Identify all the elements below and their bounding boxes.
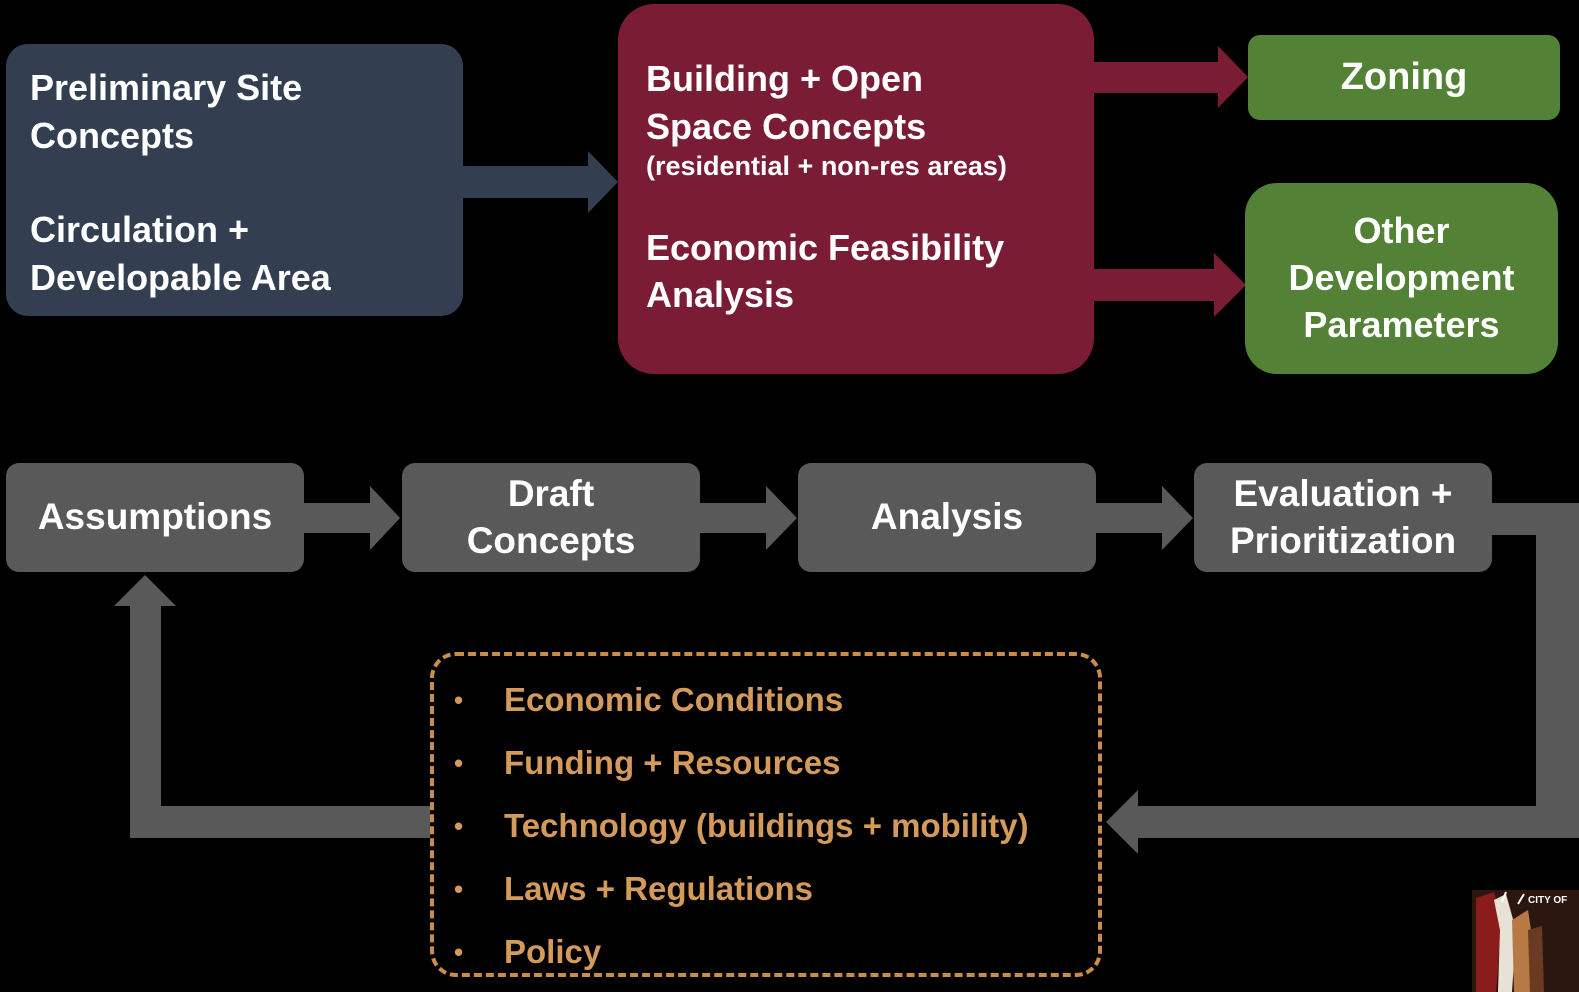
building-concepts-line1: Building + Open [646,58,923,99]
arrow-analysis-to-evaluation [1094,486,1193,550]
building-concepts-box: Building + Open Space Concepts (resident… [618,4,1094,374]
site-concepts-box: Preliminary Site Concepts Circulation + … [6,44,463,316]
arrow-loop-left [114,575,430,838]
bullet-icon: • [454,936,464,967]
other-line1: Other [1353,210,1450,252]
draft-line1: Draft [507,472,595,514]
list-item: • Technology (buildings + mobility) [454,794,1029,857]
factor-laws: Laws + Regulations [504,869,813,907]
assumptions-box: Assumptions [6,463,304,572]
arrow-site-to-concepts [462,151,618,213]
bullet-icon: • [454,684,464,715]
evaluation-line1: Evaluation + [1233,472,1453,514]
zoning-box: Zoning [1248,35,1560,120]
city-seal-icon [1472,890,1579,992]
assumptions-label: Assumptions [37,496,273,537]
list-item: • Laws + Regulations [454,857,1029,920]
evaluation-box: Evaluation + Prioritization [1194,463,1492,572]
factor-economic-conditions: Economic Conditions [504,680,844,718]
site-concepts-line1: Preliminary Site [30,67,303,108]
economic-feasibility-line2: Analysis [646,274,795,316]
factor-funding: Funding + Resources [504,743,841,781]
list-item: • Policy [454,920,1029,983]
bullet-icon: • [454,873,464,904]
site-concepts-line2: Concepts [30,114,195,156]
arrow-assumptions-to-draft [302,486,400,550]
factors-list: • Economic Conditions • Funding + Resour… [454,668,1029,983]
list-item: • Funding + Resources [454,731,1029,794]
factor-technology: Technology (buildings + mobility) [504,806,1029,844]
evaluation-line2: Prioritization [1229,519,1457,561]
bullet-icon: • [454,747,464,778]
factor-policy: Policy [504,932,602,970]
building-concepts-line2: Space Concepts [646,105,927,147]
zoning-label: Zoning [1340,56,1468,98]
bullet-icon: • [454,810,464,841]
analysis-label: Analysis [870,496,1024,537]
circulation-line1: Circulation + [30,209,250,251]
other-line3: Parameters [1303,303,1500,345]
other-parameters-box: Other Development Parameters [1245,183,1558,374]
building-concepts-subtitle: (residential + non-res areas) [646,151,1007,182]
factors-box [430,652,1102,977]
economic-feasibility-line1: Economic Feasibility [646,226,1005,268]
draft-concepts-box: Draft Concepts [402,463,700,572]
city-logo: CITY OF [1472,890,1579,992]
other-line2: Development [1288,257,1515,299]
logo-text: CITY OF [1528,895,1568,906]
arrow-loop-right [1106,503,1579,854]
analysis-box: Analysis [798,463,1096,572]
draft-line2: Concepts [466,519,636,561]
circulation-line2: Developable Area [30,256,331,298]
arrow-draft-to-analysis [698,486,797,550]
arrow-concepts-to-zoning [1092,46,1248,108]
list-item: • Economic Conditions [454,668,1029,731]
arrow-concepts-to-other [1092,253,1246,317]
